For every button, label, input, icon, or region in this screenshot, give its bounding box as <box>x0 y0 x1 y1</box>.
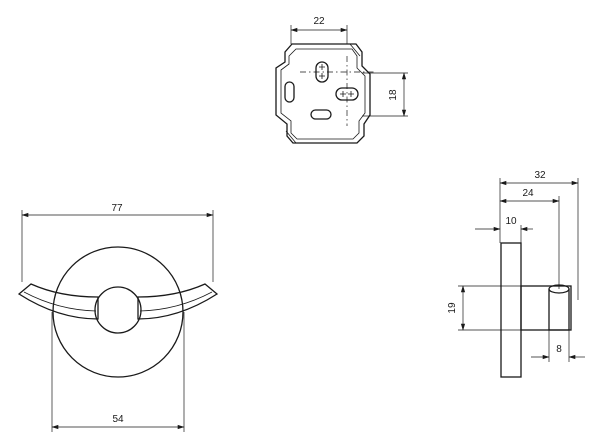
dim-total-width: 77 <box>111 203 123 214</box>
side-view: 32 24 10 19 8 <box>447 170 585 378</box>
dim-hook-height: 19 <box>447 302 458 314</box>
hook-body-side <box>520 285 572 331</box>
dim-depth-base: 10 <box>505 216 517 227</box>
right-hook-arm <box>137 283 219 320</box>
mounting-plate-outline <box>275 43 371 144</box>
horizontal-slot <box>310 109 332 120</box>
mounting-plate-inner <box>280 48 366 140</box>
hook-end-cylinder <box>548 289 570 331</box>
left-hook-arm <box>17 283 99 320</box>
base-plate-side <box>500 242 522 378</box>
dim-depth-hook: 24 <box>522 188 534 199</box>
rosette <box>52 246 184 378</box>
dim-mount-width: 22 <box>313 16 325 27</box>
dim-mount-height: 18 <box>388 89 399 101</box>
front-view: 77 54 <box>17 203 219 432</box>
dim-depth-total: 32 <box>534 170 546 181</box>
dim-rosette-diameter: 54 <box>112 414 124 425</box>
vertical-slot <box>284 81 295 103</box>
mounting-plate-view: 22 18 <box>275 16 408 144</box>
center-knob <box>94 286 142 334</box>
dim-hook-diameter: 8 <box>556 344 562 355</box>
